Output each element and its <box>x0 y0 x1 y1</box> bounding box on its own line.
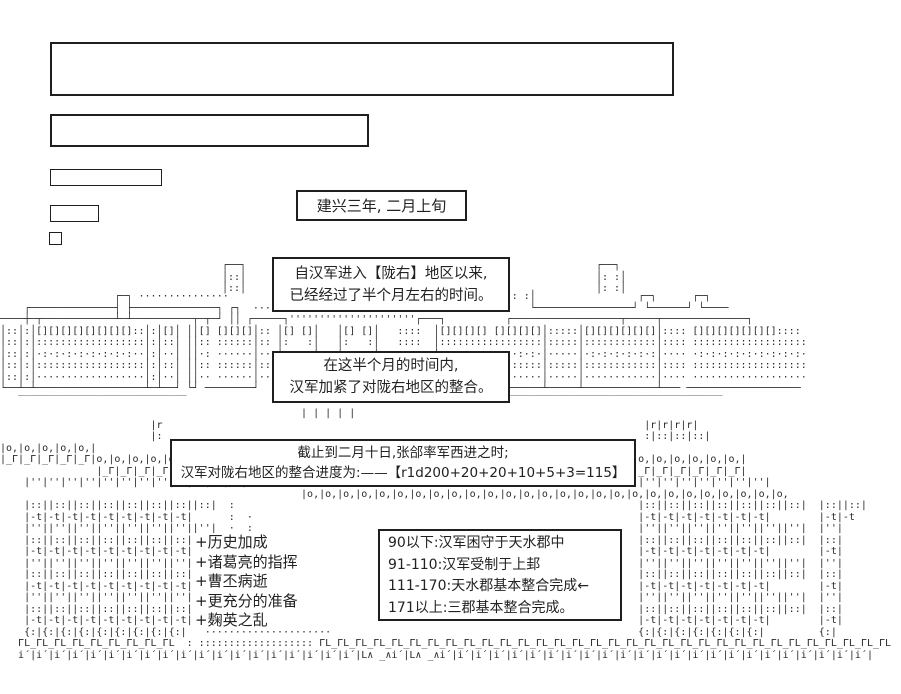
speech2-line1: 在这半个月的时间内, <box>323 358 459 374</box>
roll-result-box: 截止到二月十日,张郃率军西进之时; 汉军对陇右地区的整合进度为:——【r1d20… <box>170 439 636 487</box>
speech-bubble-1: 自汉军进入【陇右】地区以来, 已经经过了半个月左右的时间。 <box>272 257 510 312</box>
header-box-tiny <box>50 205 99 222</box>
header-box-large <box>50 42 674 96</box>
outcome-row: 90以下:汉军困守于天水郡中 <box>388 535 565 551</box>
header-box-medium <box>50 114 369 147</box>
army-ranks-ascii: | | | | | |r |r|r|r|r| |: <box>0 408 892 661</box>
roll-line2: 汉军对陇右地区的整合进度为:——【r1d200+20+20+10+5+3=115… <box>180 465 626 481</box>
bonus-item: +曹丕病逝 <box>195 572 268 590</box>
header-box-mini <box>49 232 62 245</box>
outcome-row: 111-170:天水郡基本整合完成← <box>388 578 589 594</box>
bonus-item: +诸葛亮的指挥 <box>195 552 298 571</box>
header-box-small <box>50 169 162 186</box>
left-tower-ascii: ┌──┐ │::│ │::│ <box>222 260 247 294</box>
city-wall-ascii: ┌─┐ ··············· │: :│ ┌─┐ ┌─┐ ┌─────… <box>0 291 807 406</box>
bonus-list: +历史加成 +诸葛亮的指挥 +曹丕病逝 +更充分的准备 +麹英之乱 <box>193 533 302 631</box>
bonus-item: +麹英之乱 <box>195 611 268 629</box>
speech1-line1: 自汉军进入【陇右】地区以来, <box>294 265 488 282</box>
speech2-line2: 汉军加紧了对陇右地区的整合。 <box>289 380 493 396</box>
bonus-item: +更充分的准备 <box>195 591 298 610</box>
right-tower-ascii: ┌──┐ │: :│ │: :│ <box>596 260 627 294</box>
outcome-row: 171以上:三郡基本整合完成。 <box>388 599 574 616</box>
date-caption: 建兴三年, 二月上旬 <box>296 190 467 221</box>
outcome-row: 91-110:汉军受制于上邽 <box>388 556 541 573</box>
speech1-line2: 已经经过了半个月左右的时间。 <box>289 287 493 304</box>
outcome-table-box: 90以下:汉军困守于天水郡中 91-110:汉军受制于上邽 111-170:天水… <box>378 529 622 621</box>
speech-bubble-2: 在这半个月的时间内, 汉军加紧了对陇右地区的整合。 <box>272 351 510 403</box>
roll-line1: 截止到二月十日,张郃率军西进之时; <box>297 445 509 461</box>
date-caption-text: 建兴三年, 二月上旬 <box>316 197 447 215</box>
bonus-item: +历史加成 <box>195 533 268 551</box>
